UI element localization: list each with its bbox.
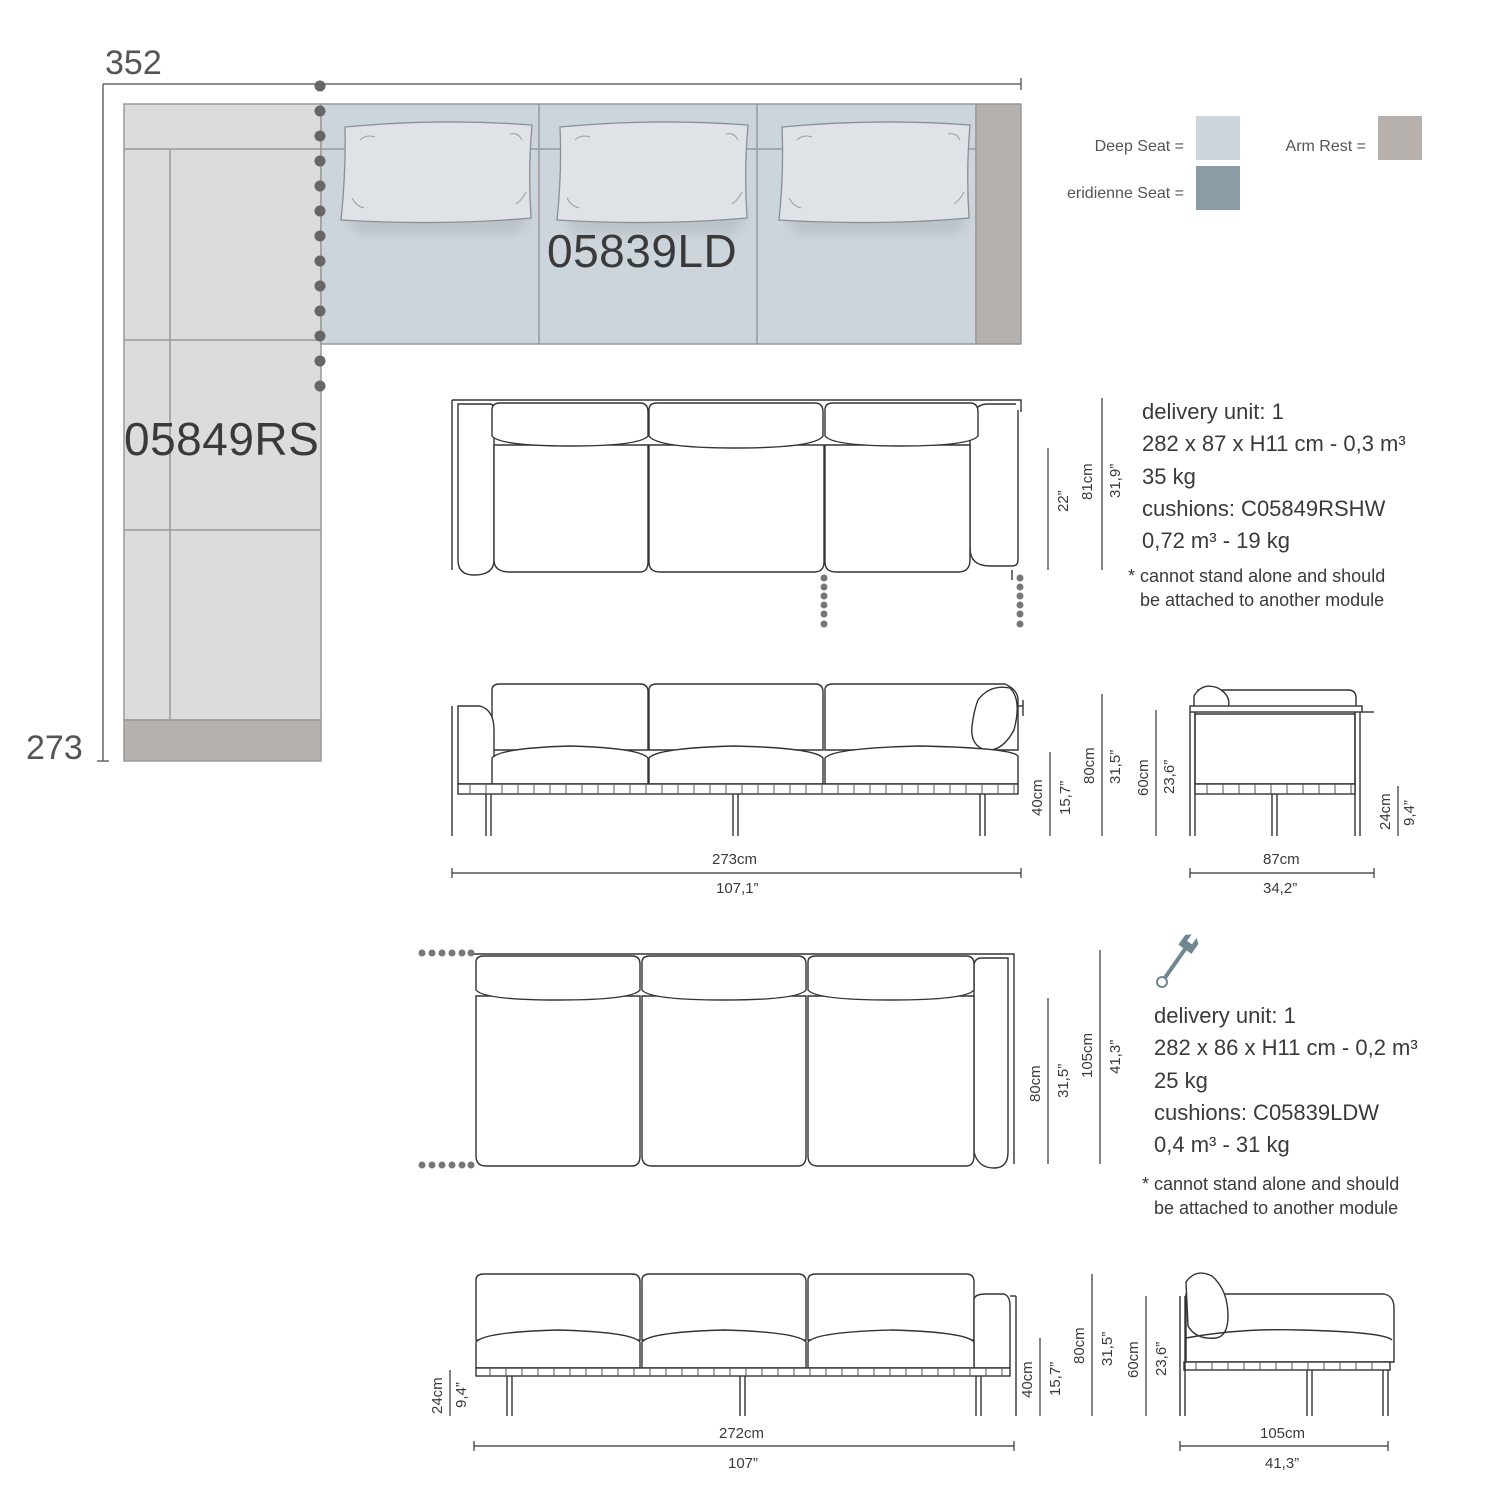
pillow-3 [778, 121, 971, 235]
plan-module-05849rs [123, 103, 322, 762]
rs-top-connection-dots [820, 574, 1024, 628]
rs-depth-cm: 87cm [1263, 851, 1300, 868]
rs-spec-weight: 35 kg [1142, 464, 1196, 489]
rs-side-dim-lines [1155, 710, 1399, 878]
rs-width-in: 107,1” [716, 880, 759, 897]
ld-width-cm: 272cm [719, 1425, 765, 1442]
rs-front-seat-height-cm: 40cm [1029, 779, 1046, 816]
rs-side-view [1189, 685, 1374, 836]
module-code-05849rs: 05849RS [124, 413, 320, 465]
wrench-icon [1156, 934, 1199, 988]
pillow-2 [556, 121, 749, 235]
legend-meridienne-swatch [1196, 166, 1240, 210]
ld-spec-cushions: cushions: C05839LDW [1154, 1100, 1380, 1125]
ld-leg-height-in: 9,4” [453, 1382, 470, 1408]
rs-spec-cushions: cushions: C05849RSHW [1142, 496, 1386, 521]
rs-front-seat-height-in: 15,7” [1057, 780, 1074, 815]
plan-pillows [340, 121, 971, 235]
legend-deep-seat-swatch [1196, 116, 1240, 160]
rs-side-leg-height-in: 9,4” [1401, 800, 1418, 826]
ld-front-view [475, 1273, 1017, 1416]
ld-top-view [474, 953, 1015, 1169]
legend-arm-rest-label: Arm Rest = [1285, 138, 1366, 155]
rs-side-height-cm: 60cm [1135, 759, 1152, 796]
ld-side-webbing [1195, 1362, 1373, 1370]
pillow-1 [340, 121, 533, 235]
rs-top-height-cm: 81cm [1079, 463, 1096, 500]
ld-side-height-cm: 60cm [1125, 1341, 1142, 1378]
ld-top-seat-cm: 80cm [1027, 1065, 1044, 1102]
ld-front-height-in: 31,5” [1099, 1331, 1116, 1366]
ld-spec-cushion-volume: 0,4 m³ - 31 kg [1154, 1132, 1290, 1157]
rs-front-height-in: 31,5” [1107, 749, 1124, 784]
module-code-05839ld: 05839LD [547, 225, 738, 277]
rs-side-leg-height-cm: 24cm [1377, 793, 1394, 830]
ld-side-dim-lines [1145, 1296, 1389, 1451]
rs-depth-in: 34,2” [1263, 880, 1298, 897]
rs-top-view [451, 399, 1022, 580]
rs-spec-note-1: * cannot stand alone and should [1128, 566, 1386, 586]
ld-front-dim-lines [449, 1274, 1093, 1451]
ld-top-connection-dots [418, 949, 475, 1169]
legend-meridienne-label: eridienne Seat = [1067, 185, 1184, 202]
ld-top-height-in: 41,3” [1107, 1039, 1124, 1074]
ld-top-seat-in: 31,5” [1055, 1063, 1072, 1098]
rs-front-view [451, 683, 1024, 836]
rs-front-height-cm: 80cm [1081, 747, 1098, 784]
rs-top-height-in: 31,9” [1107, 463, 1124, 498]
ld-depth-in: 41,3” [1265, 1455, 1300, 1472]
legend-arm-rest-swatch [1378, 116, 1422, 160]
ld-top-dim-lines [1047, 950, 1101, 1164]
ld-width-in: 107” [728, 1455, 759, 1472]
ld-spec-note-1: * cannot stand alone and should [1142, 1174, 1400, 1194]
ld-top-height-cm: 105cm [1079, 1032, 1096, 1078]
ld-front-height-cm: 80cm [1071, 1327, 1088, 1364]
rs-side-height-in: 23,6” [1161, 759, 1178, 794]
rs-side-webbing [1206, 784, 1352, 794]
plan-depth-label: 273 [26, 729, 83, 767]
ld-front-webbing [489, 1368, 1003, 1376]
ld-spec-weight: 25 kg [1154, 1068, 1208, 1093]
ld-leg-height-cm: 24cm [429, 1377, 446, 1414]
rs-front-webbing [469, 784, 1015, 794]
legend-deep-seat-label: Deep Seat = [1094, 138, 1184, 155]
rs-top-arm-height-in: 22” [1055, 490, 1072, 512]
rs-top-dim-lines [1047, 398, 1103, 570]
ld-spec-dimensions: 282 x 86 x H11 cm - 0,2 m³ [1154, 1035, 1418, 1060]
rs-spec-cushion-volume: 0,72 m³ - 19 kg [1142, 528, 1290, 553]
rs-spec-delivery: delivery unit: 1 [1142, 399, 1284, 424]
ld-spec-delivery: delivery unit: 1 [1154, 1003, 1296, 1028]
ld-depth-cm: 105cm [1260, 1425, 1306, 1442]
rs-width-cm: 273cm [712, 851, 758, 868]
ld-front-seat-height-in: 15,7” [1047, 1361, 1064, 1396]
ld-side-height-in: 23,6” [1153, 1341, 1170, 1376]
plan-dimension-lines [97, 78, 1022, 762]
rs-spec-note-2: be attached to another module [1140, 590, 1385, 610]
rs-front-dim-lines [451, 694, 1103, 878]
ld-spec-note-2: be attached to another module [1154, 1198, 1399, 1218]
rs-spec-dimensions: 282 x 87 x H11 cm - 0,3 m³ [1142, 431, 1406, 456]
plan-connection-dots [314, 80, 326, 392]
plan-width-label: 352 [105, 44, 162, 82]
ld-front-seat-height-cm: 40cm [1019, 1361, 1036, 1398]
ld-side-view [1179, 1272, 1395, 1416]
